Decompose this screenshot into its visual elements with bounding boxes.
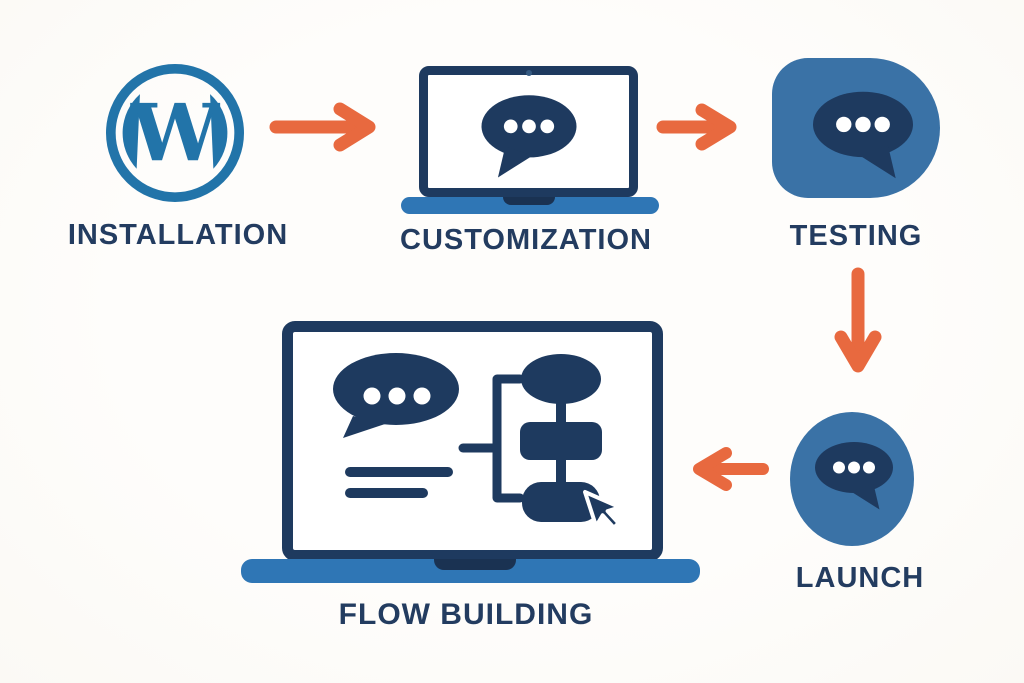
laptop-hinge-notch	[434, 559, 516, 570]
wordpress-logo-icon: W	[106, 64, 244, 202]
chat-bubble-icon	[481, 95, 577, 178]
arrow-right-icon	[656, 103, 737, 151]
arrow-down-icon	[834, 267, 882, 373]
arrow-left-icon	[693, 447, 769, 491]
laptop-camera-icon	[526, 70, 532, 76]
chat-bubble-icon	[815, 442, 893, 510]
cursor-pointer-icon	[583, 490, 622, 530]
arrow-right-icon	[269, 102, 376, 152]
step-label-testing: TESTING	[789, 220, 923, 252]
customization-laptop-base	[401, 197, 659, 214]
step-label-customization: CUSTOMIZATION	[400, 224, 652, 256]
flow-node-middle	[520, 422, 602, 460]
step-label-launch: LAUNCH	[795, 562, 925, 594]
step-label-installation: INSTALLATION	[67, 219, 289, 251]
chat-bubble-icon	[813, 91, 913, 179]
wordpress-letter: W	[130, 87, 221, 180]
flow-node-bottom	[522, 482, 600, 522]
flow-node-top	[521, 354, 601, 404]
step-label-flow-building: FLOW BUILDING	[338, 598, 594, 631]
laptop-hinge-notch	[503, 197, 555, 205]
flow-bracket	[492, 374, 525, 503]
chat-bubble-icon	[333, 353, 459, 438]
flowchart-builder-graphic	[333, 353, 622, 530]
